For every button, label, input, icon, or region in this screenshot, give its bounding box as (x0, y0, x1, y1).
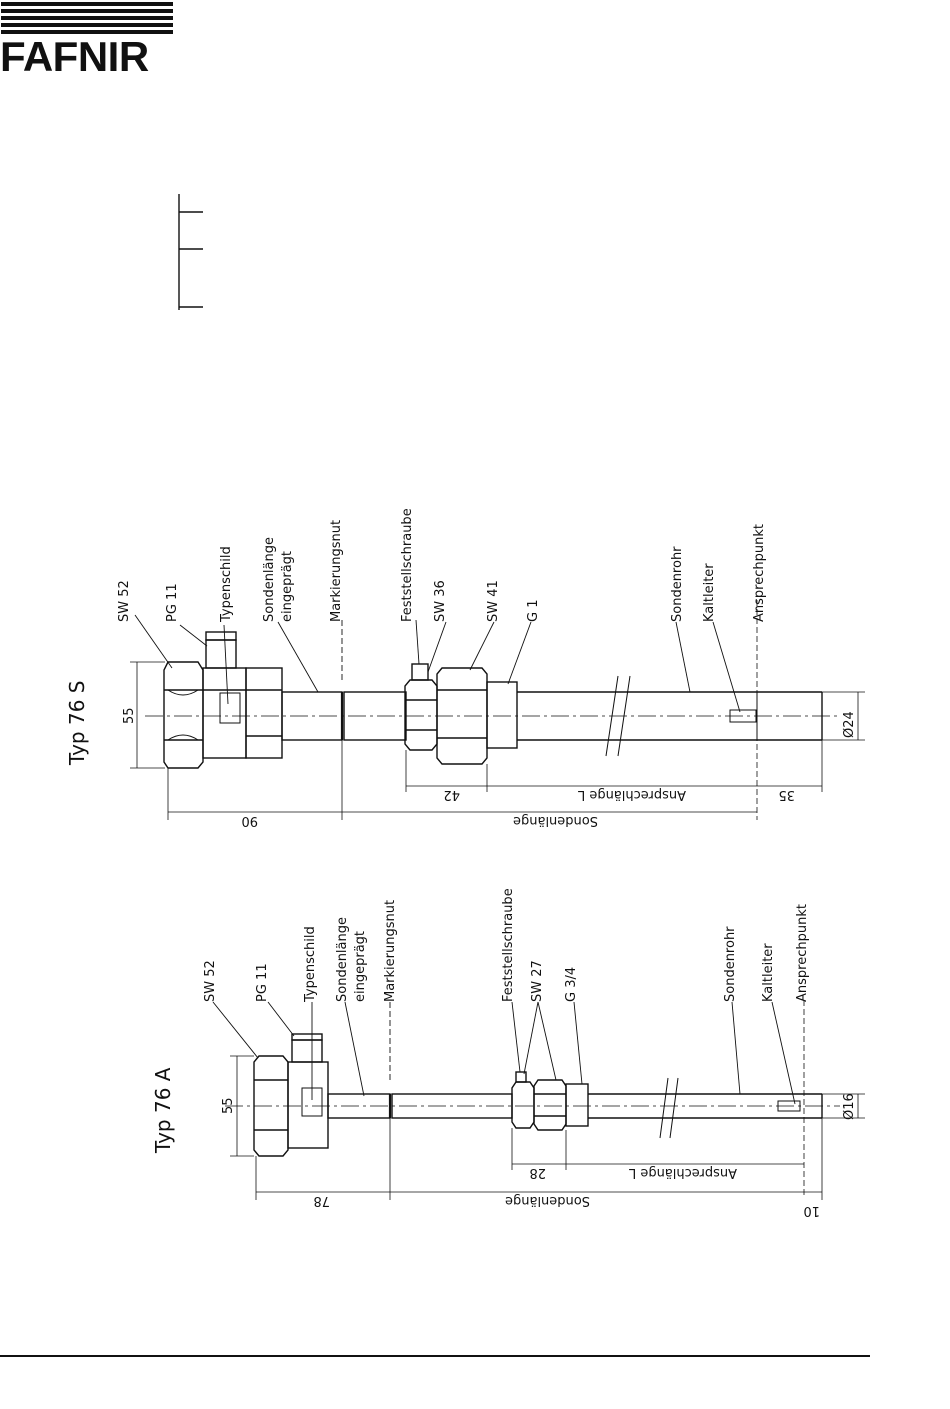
label-sw52: SW 52 (117, 580, 132, 622)
label-kaltleiter: Kaltleiter (761, 943, 776, 1002)
label-feststellschraube: Feststellschraube (400, 508, 415, 622)
label-typenschild: Typenschild (219, 546, 234, 623)
dim-diameter-16: Ø16 (842, 1093, 857, 1120)
label-kaltleiter: Kaltleiter (702, 563, 717, 622)
dim-ansprechlaenge: Ansprechlänge L (577, 787, 686, 802)
label-sw52: SW 52 (203, 960, 218, 1002)
label-sondenlaenge-2: eingeprägt (280, 551, 295, 622)
label-ansprechpunkt: Ansprechpunkt (795, 904, 810, 1002)
dim-diameter-24: Ø24 (842, 711, 857, 738)
dim-height-55: 55 (122, 707, 137, 724)
label-sondenlaenge-2: eingeprägt (353, 931, 368, 1002)
title-typ-76-a: Typ 76 A (151, 1067, 175, 1154)
logo-wordmark: FAFNIR (0, 33, 149, 80)
label-feststellschraube: Feststellschraube (501, 888, 516, 1002)
label-pg11: PG 11 (165, 583, 180, 622)
dim-42: 42 (443, 787, 460, 802)
label-pg11: PG 11 (255, 963, 270, 1002)
label-typenschild: Typenschild (303, 926, 318, 1003)
label-g34: G 3/4 (564, 967, 579, 1002)
fafnir-logo: FAFNIR (0, 0, 180, 90)
label-g1: G 1 (526, 600, 541, 622)
label-sw36: SW 36 (433, 580, 448, 622)
label-sondenlaenge-1: Sondenlänge (335, 917, 350, 1002)
label-sw41: SW 41 (486, 580, 501, 622)
dim-28: 28 (529, 1165, 546, 1180)
label-sw27: SW 27 (530, 960, 545, 1002)
title-typ-76-s: Typ 76 S (65, 681, 89, 767)
dim-sondenlaenge: Sondenlänge (505, 1193, 590, 1208)
dim-78: 78 (313, 1193, 330, 1208)
label-markierungsnut: Markierungsnut (329, 520, 344, 622)
label-markierungsnut: Markierungsnut (383, 900, 398, 1002)
label-sondenlaenge-1: Sondenlänge (262, 537, 277, 622)
dim-10: 10 (803, 1203, 820, 1218)
label-sondenrohr: Sondenrohr (723, 926, 738, 1002)
dim-height-55: 55 (221, 1097, 236, 1114)
dim-90: 90 (241, 813, 258, 828)
bottom-rule (0, 1355, 870, 1357)
label-ansprechpunkt: Ansprechpunkt (752, 524, 767, 622)
dim-ansprechlaenge: Ansprechlänge L (628, 1165, 737, 1180)
dim-sondenlaenge: Sondenlänge (513, 813, 598, 828)
dim-35: 35 (778, 787, 795, 802)
label-sondenrohr: Sondenrohr (670, 546, 685, 622)
